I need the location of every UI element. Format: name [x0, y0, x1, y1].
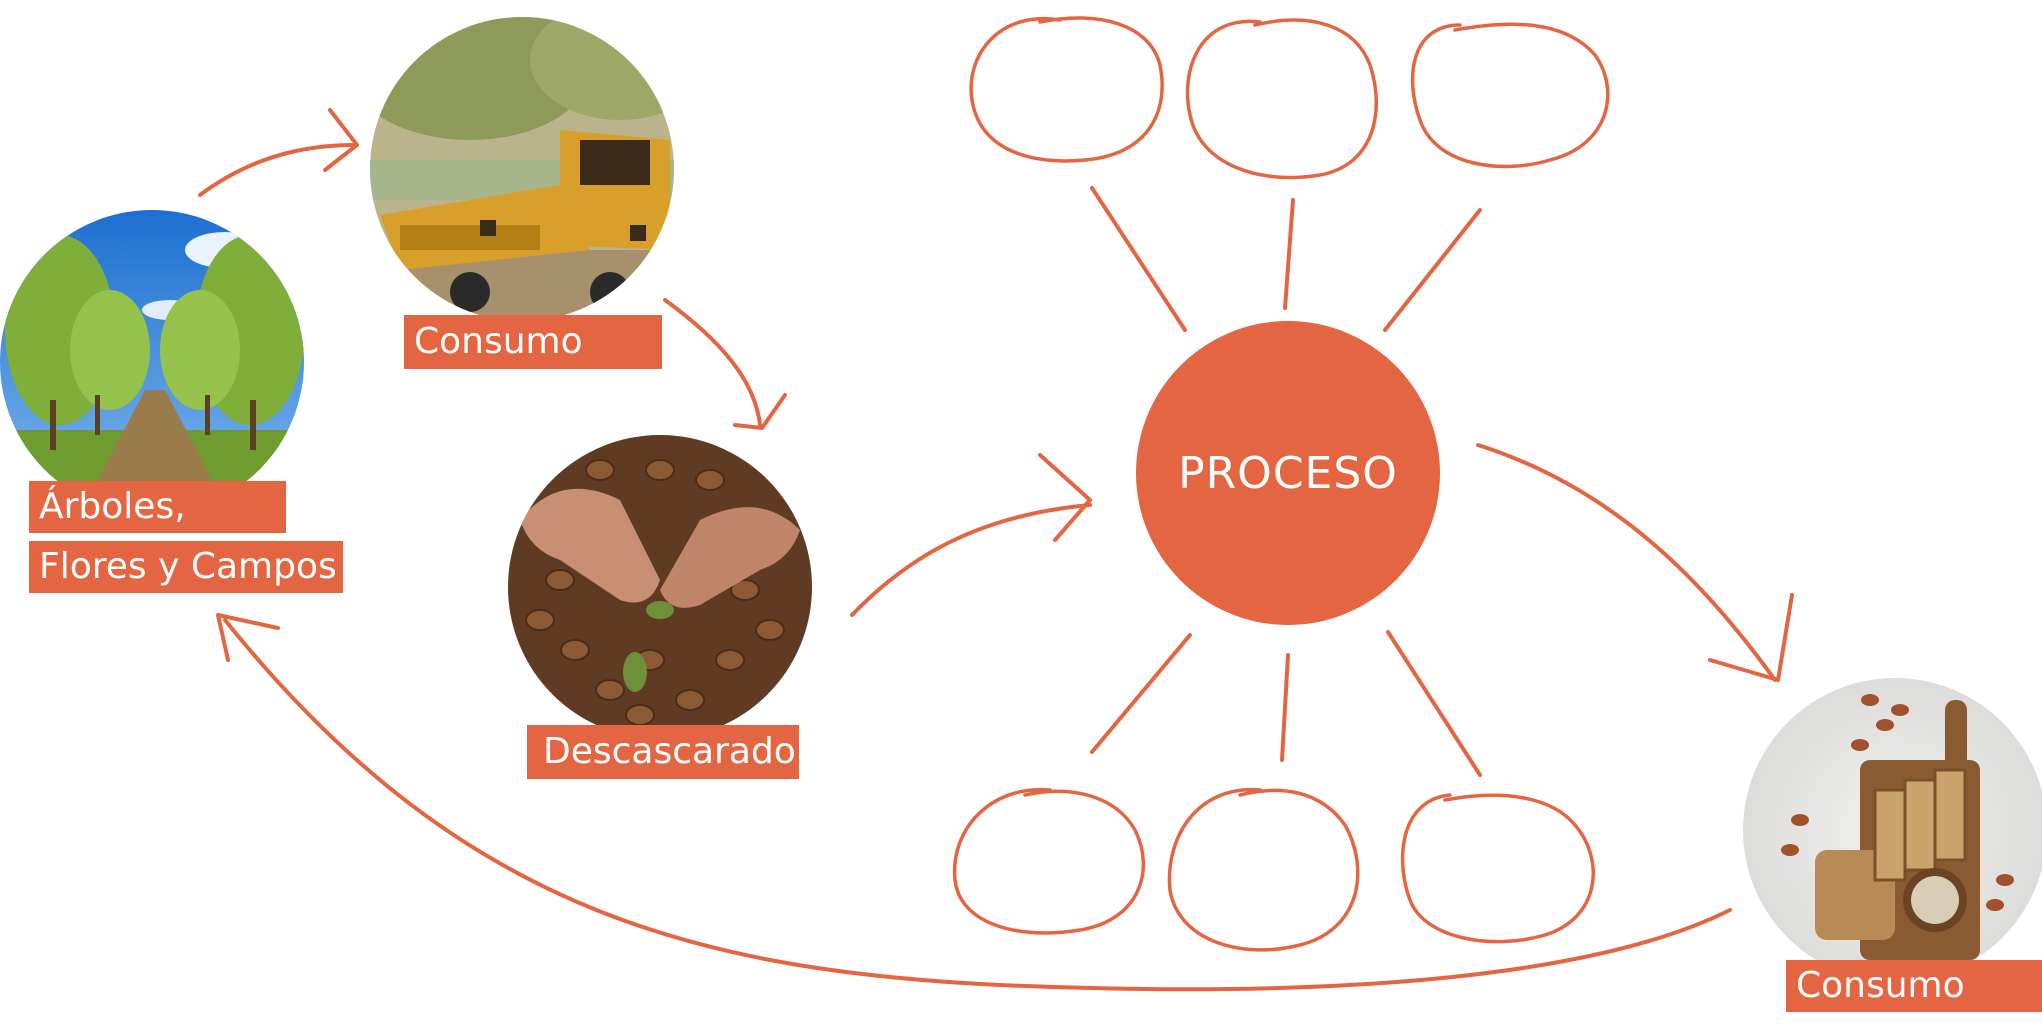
harvester-photo [370, 17, 674, 321]
arrow-hands-to-process [850, 503, 1092, 617]
arrow-process-to-bread [1476, 443, 1777, 682]
arrow-harvester-to-hands-head [733, 393, 787, 430]
arrow-bread-to-trees-head [216, 613, 280, 662]
orchard-photo [0, 210, 304, 514]
arrow-trees-to-harvester [198, 143, 357, 197]
label-consumo-bread: Consumo [1786, 960, 2042, 1012]
empty-bubble-bottom-3 [1400, 793, 1595, 944]
spoke-top-center [1283, 198, 1295, 310]
empty-bubble-bottom-2 [1167, 788, 1360, 952]
empty-bubble-bottom-1 [952, 787, 1145, 935]
arrow-bread-to-trees [223, 618, 1732, 992]
spoke-top-left [1090, 186, 1187, 332]
spoke-top-right [1383, 208, 1482, 332]
label-arboles-line1: Árboles, [29, 481, 286, 533]
spoke-bottom-center [1280, 653, 1290, 762]
spoke-bottom-right [1386, 630, 1482, 777]
label-consumo-harvest: Consumo [404, 315, 662, 369]
label-descascarado: Descascarado [527, 725, 799, 779]
arrow-trees-to-harvester-head [323, 108, 359, 172]
empty-bubble-top-1 [969, 16, 1164, 163]
empty-bubble-top-3 [1410, 22, 1610, 169]
hands-photo [508, 435, 812, 739]
label-arboles-line2: Flores y Campos [29, 541, 343, 593]
process-label: PROCESO [1178, 447, 1398, 499]
arrow-hands-to-process-head [1038, 453, 1092, 542]
arrow-process-to-bread-head [1708, 593, 1794, 682]
arrow-harvester-to-hands [663, 298, 762, 427]
empty-bubble-top-2 [1185, 18, 1378, 180]
spoke-bottom-left [1090, 633, 1192, 754]
bread-photo [1743, 678, 2042, 982]
process-node [1136, 321, 1440, 625]
